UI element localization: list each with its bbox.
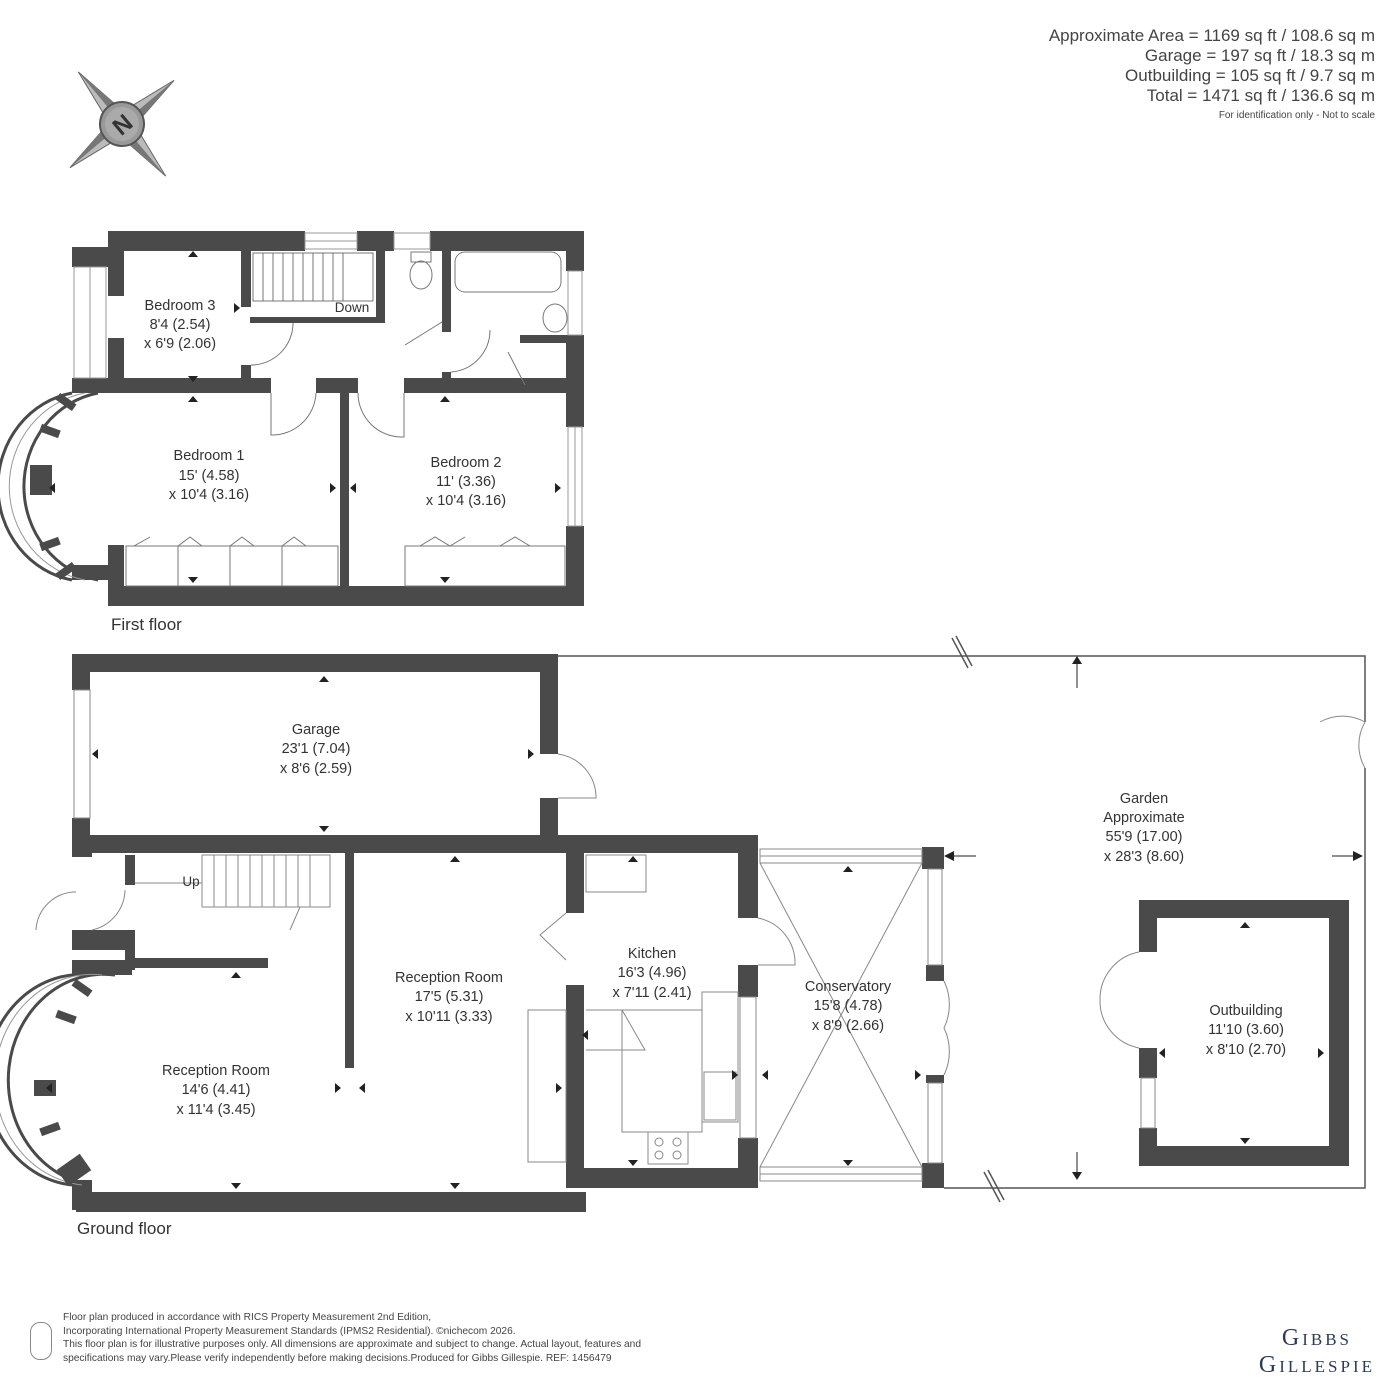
- garage-name: Garage: [292, 722, 340, 738]
- stairs-down-label: Down: [335, 300, 370, 315]
- reception-front-dim1: 14'6 (4.41): [182, 1082, 251, 1098]
- conservatory-dim2: x 8'9 (2.66): [812, 1018, 884, 1034]
- garage-dim2: x 8'6 (2.59): [280, 761, 352, 777]
- garden-dimension-lines: [948, 660, 1360, 1178]
- bedroom2-dim2: x 10'4 (3.16): [426, 493, 506, 509]
- scale-note: For identification only - Not to scale: [1218, 110, 1375, 121]
- garage-dim1: 23'1 (7.04): [282, 741, 351, 757]
- disclaimer: Floor plan produced in accordance with R…: [63, 1311, 763, 1365]
- kitchen-dim2: x 7'11 (2.41): [612, 985, 691, 1001]
- outbuilding-dim2: x 8'10 (2.70): [1206, 1042, 1286, 1058]
- reception-bay-window: [0, 972, 116, 1187]
- bedroom2-name: Bedroom 2: [431, 455, 502, 471]
- area-line: Outbuilding = 105 sq ft / 9.7 sq m: [1125, 66, 1375, 85]
- area-line: Approximate Area = 1169 sq ft / 108.6 sq…: [1048, 26, 1375, 45]
- area-line: Garage = 197 sq ft / 18.3 sq m: [1144, 46, 1375, 65]
- garden-sub: Approximate: [1103, 810, 1184, 826]
- disclaimer-line: Floor plan produced in accordance with R…: [63, 1312, 432, 1323]
- ground-floor-plan: [72, 654, 1349, 1212]
- garden-boundary: [558, 635, 1366, 1203]
- disclaimer-line: This floor plan is for illustrative purp…: [63, 1339, 641, 1350]
- bedroom3-dim2: x 6'9 (2.06): [144, 336, 216, 352]
- area-summary: Approximate Area = 1169 sq ft / 108.6 sq…: [1049, 26, 1375, 121]
- bedroom1-dim2: x 10'4 (3.16): [169, 487, 249, 503]
- kitchen-dim1: 16'3 (4.96): [618, 965, 687, 981]
- bedroom2-dim1: 11' (3.36): [436, 474, 496, 490]
- area-line: Total = 1471 sq ft / 136.6 sq m: [1146, 86, 1375, 105]
- ground-floor-fixtures: [35, 689, 1366, 1182]
- logo-line-2: Gillespie: [1258, 1352, 1375, 1378]
- outbuilding-dim1: 11'10 (3.60): [1208, 1022, 1284, 1038]
- garden-dim2: x 28'3 (8.60): [1104, 849, 1184, 865]
- bedroom1-dim1: 15' (4.58): [179, 468, 240, 484]
- logo-line-1: Gibbs: [1281, 1325, 1353, 1351]
- room-labels: Bedroom 3 8'4 (2.54) x 6'9 (2.06) Bedroo…: [144, 298, 1286, 1118]
- first-floor-windows: [73, 232, 583, 527]
- bedroom3-dim1: 8'4 (2.54): [150, 317, 211, 333]
- reception-rear-name: Reception Room: [395, 970, 503, 986]
- conservatory-name: Conservatory: [805, 979, 892, 995]
- kitchen-name: Kitchen: [628, 946, 676, 962]
- person-scale-icon: [30, 1322, 52, 1360]
- reception-rear-dim1: 17'5 (5.31): [415, 989, 484, 1005]
- garden-dim1: 55'9 (17.00): [1106, 829, 1183, 845]
- disclaimer-line: specifications may vary.Please verify in…: [63, 1352, 612, 1364]
- reception-front-name: Reception Room: [162, 1063, 270, 1079]
- north-compass-icon: [69, 71, 175, 177]
- agency-logo: Gibbs Gillespie: [1259, 1325, 1375, 1379]
- first-floor-label: First floor: [111, 615, 182, 634]
- reception-front-dim2: x 11'4 (3.45): [176, 1102, 255, 1118]
- first-floor-plan: [72, 231, 584, 606]
- outbuilding-name: Outbuilding: [1209, 1003, 1282, 1019]
- first-floor-fixtures: [125, 251, 568, 587]
- disclaimer-line: Incorporating International Property Mea…: [63, 1325, 516, 1337]
- garden-name: Garden: [1120, 791, 1168, 807]
- ground-floor-label: Ground floor: [77, 1219, 172, 1238]
- stairs-up-label: Up: [182, 874, 199, 889]
- bedroom3-name: Bedroom 3: [145, 298, 216, 314]
- conservatory-dim1: 15'8 (4.78): [814, 998, 883, 1014]
- bedroom1-bay-window: [0, 391, 99, 582]
- reception-rear-dim2: x 10'11 (3.33): [405, 1009, 492, 1025]
- bedroom1-name: Bedroom 1: [174, 448, 245, 464]
